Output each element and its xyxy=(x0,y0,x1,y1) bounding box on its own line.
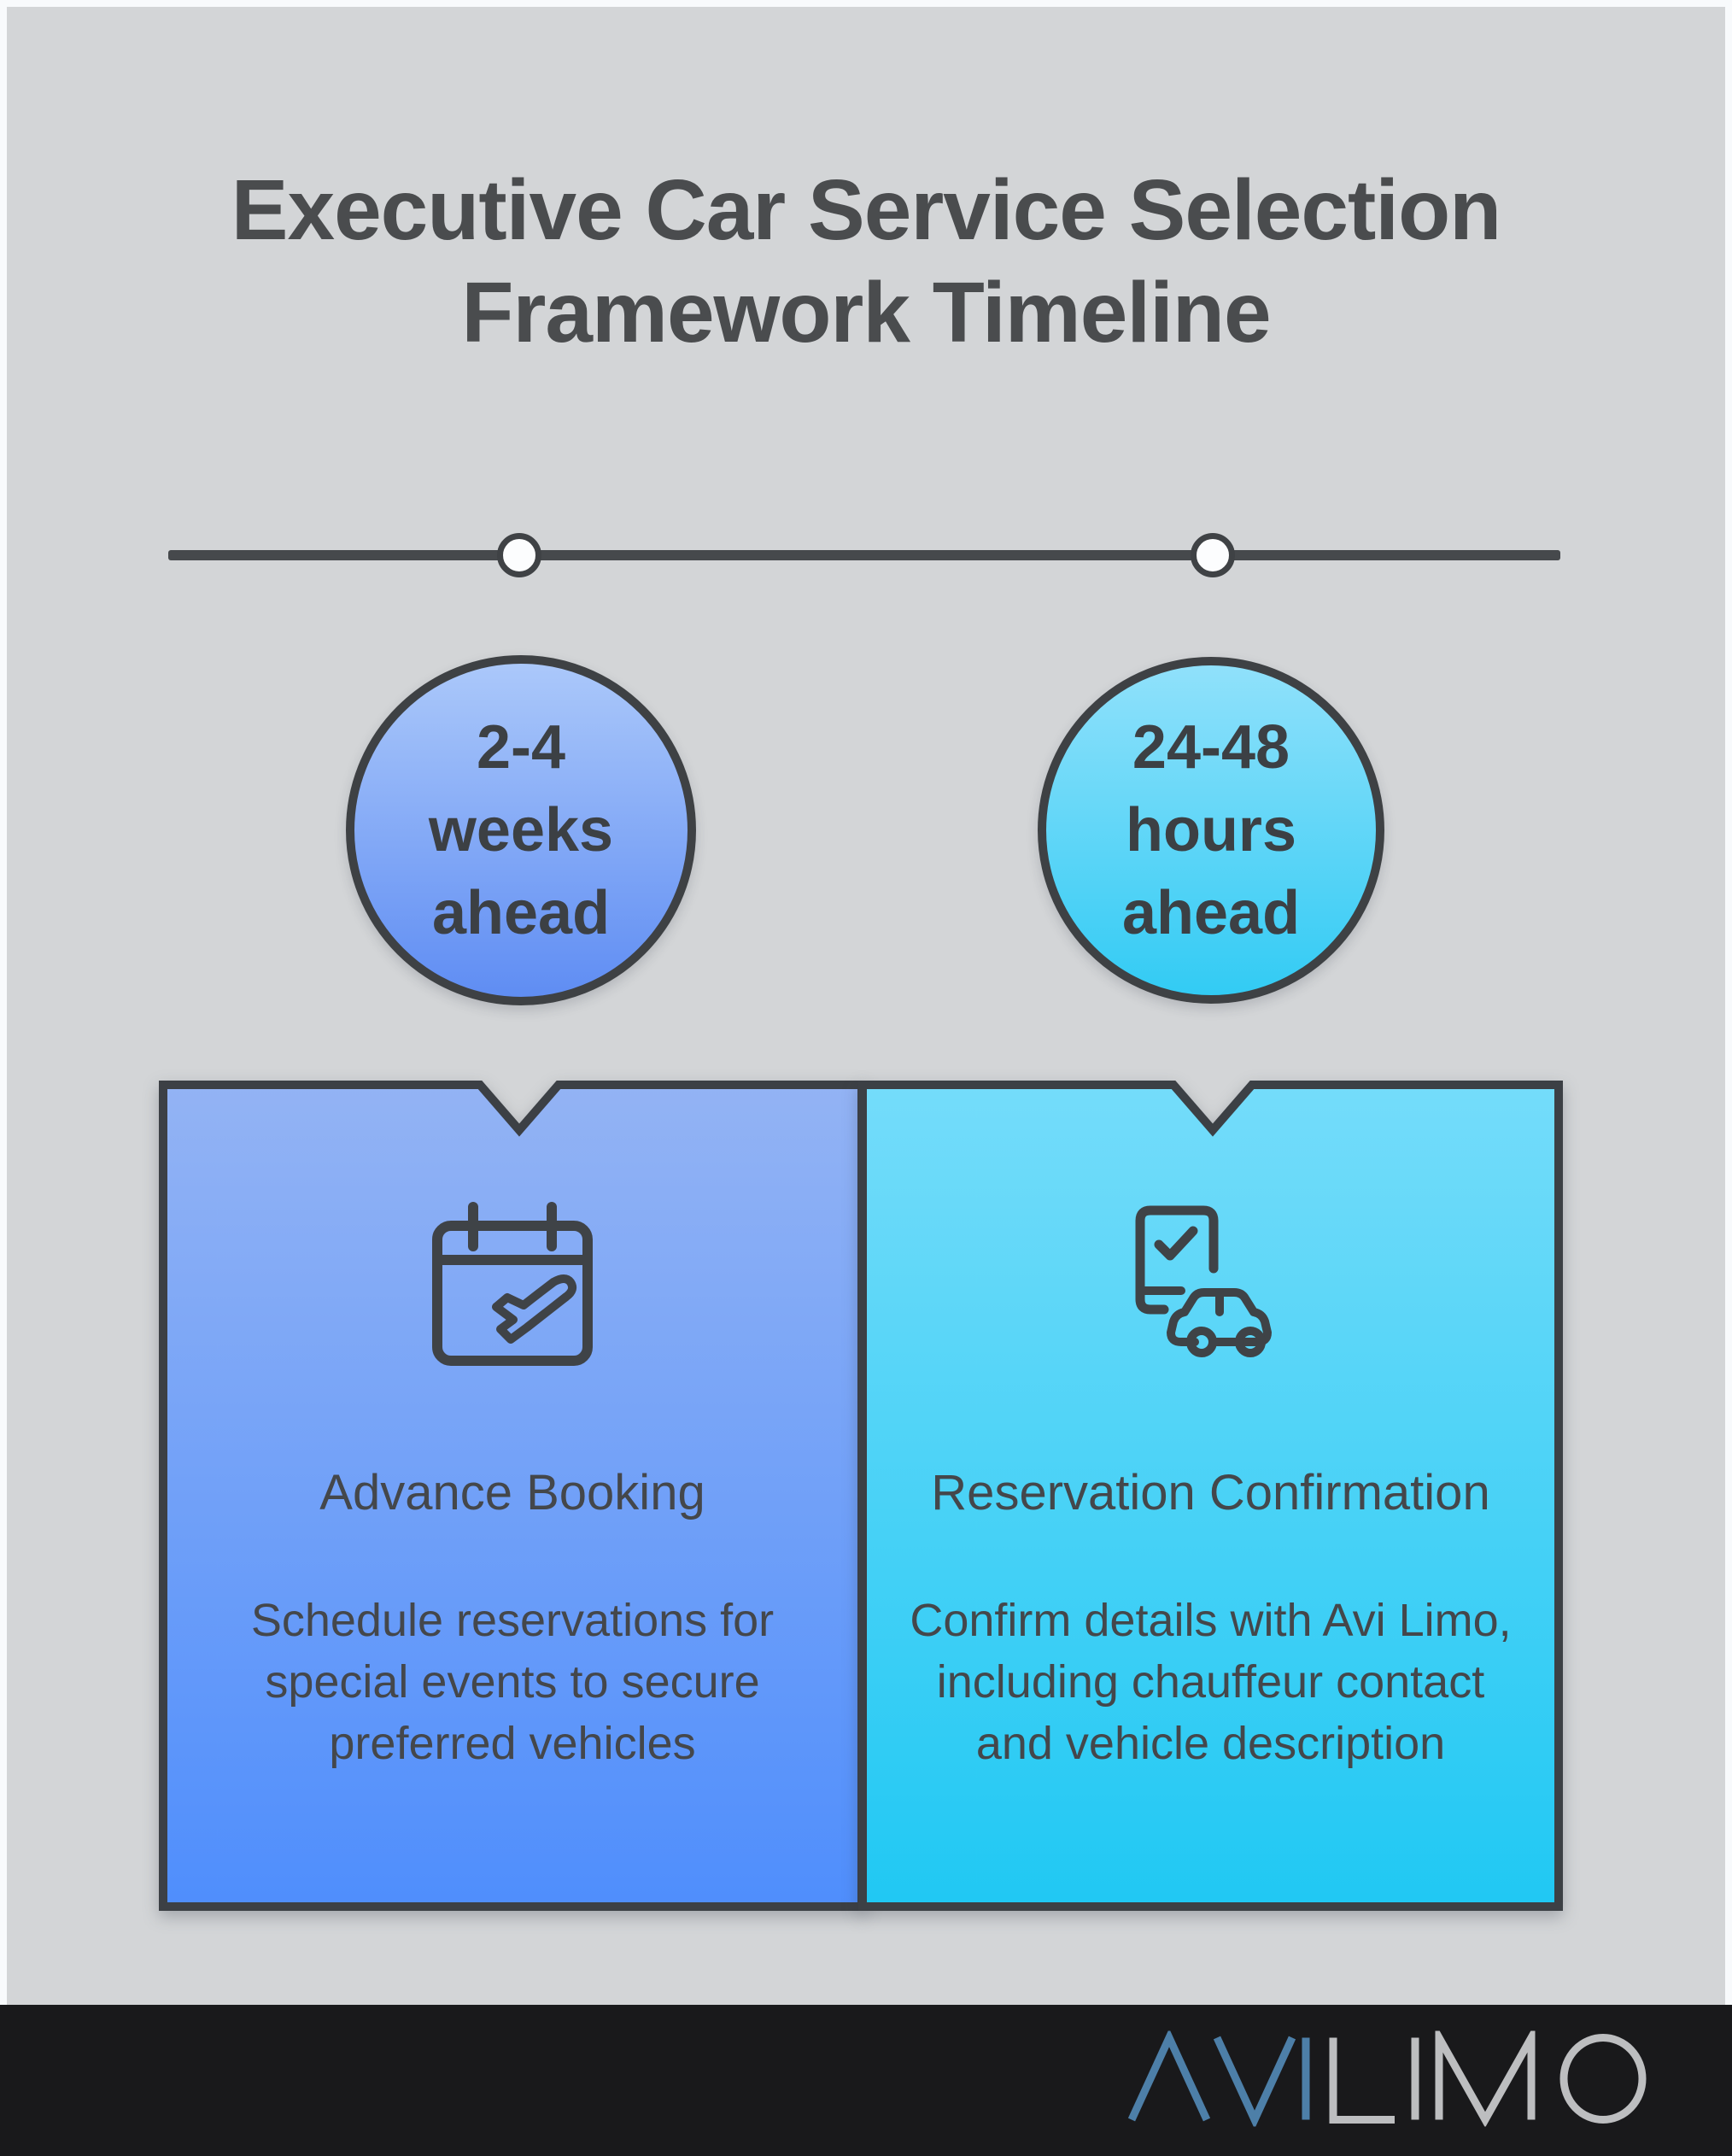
calendar-plane-icon xyxy=(427,1198,598,1374)
brand-logo-limo xyxy=(1329,2022,1647,2128)
avilimo-brand-logo xyxy=(1125,2022,1685,2130)
card-title: Reservation Confirmation xyxy=(931,1465,1490,1520)
timeline-milestone-dot-2 xyxy=(1191,533,1235,577)
phone-check-car-icon xyxy=(1130,1200,1292,1367)
stage-badge-2-label: 24-48 hours ahead xyxy=(1121,712,1301,947)
card-shape-notched xyxy=(159,1081,866,1911)
stage-badge-1-label: 2-4 weeks ahead xyxy=(428,712,614,947)
timeline-milestone-dot-1 xyxy=(497,533,541,577)
stage-card-advance-booking: Advance Booking Schedule reservations fo… xyxy=(159,1081,866,1911)
stage-card-reservation-confirmation: Reservation Confirmation Confirm details… xyxy=(858,1081,1563,1911)
footer-bar xyxy=(0,2005,1732,2156)
stage-badge-1: 2-4 weeks ahead xyxy=(346,655,696,1005)
timeline-line xyxy=(168,550,1560,560)
stage-badge-2: 24-48 hours ahead xyxy=(1038,657,1384,1004)
infographic-background: Executive Car Service Selection Framewor… xyxy=(7,7,1725,2005)
brand-logo-avi xyxy=(1127,2028,1310,2129)
card-description: Schedule reservations for special events… xyxy=(250,1595,775,1769)
page-title: Executive Car Service Selection Framewor… xyxy=(231,162,1501,360)
card-description: Confirm details with Avi Limo, including… xyxy=(910,1595,1512,1769)
card-shape-notched xyxy=(858,1081,1563,1911)
card-title: Advance Booking xyxy=(319,1465,705,1520)
